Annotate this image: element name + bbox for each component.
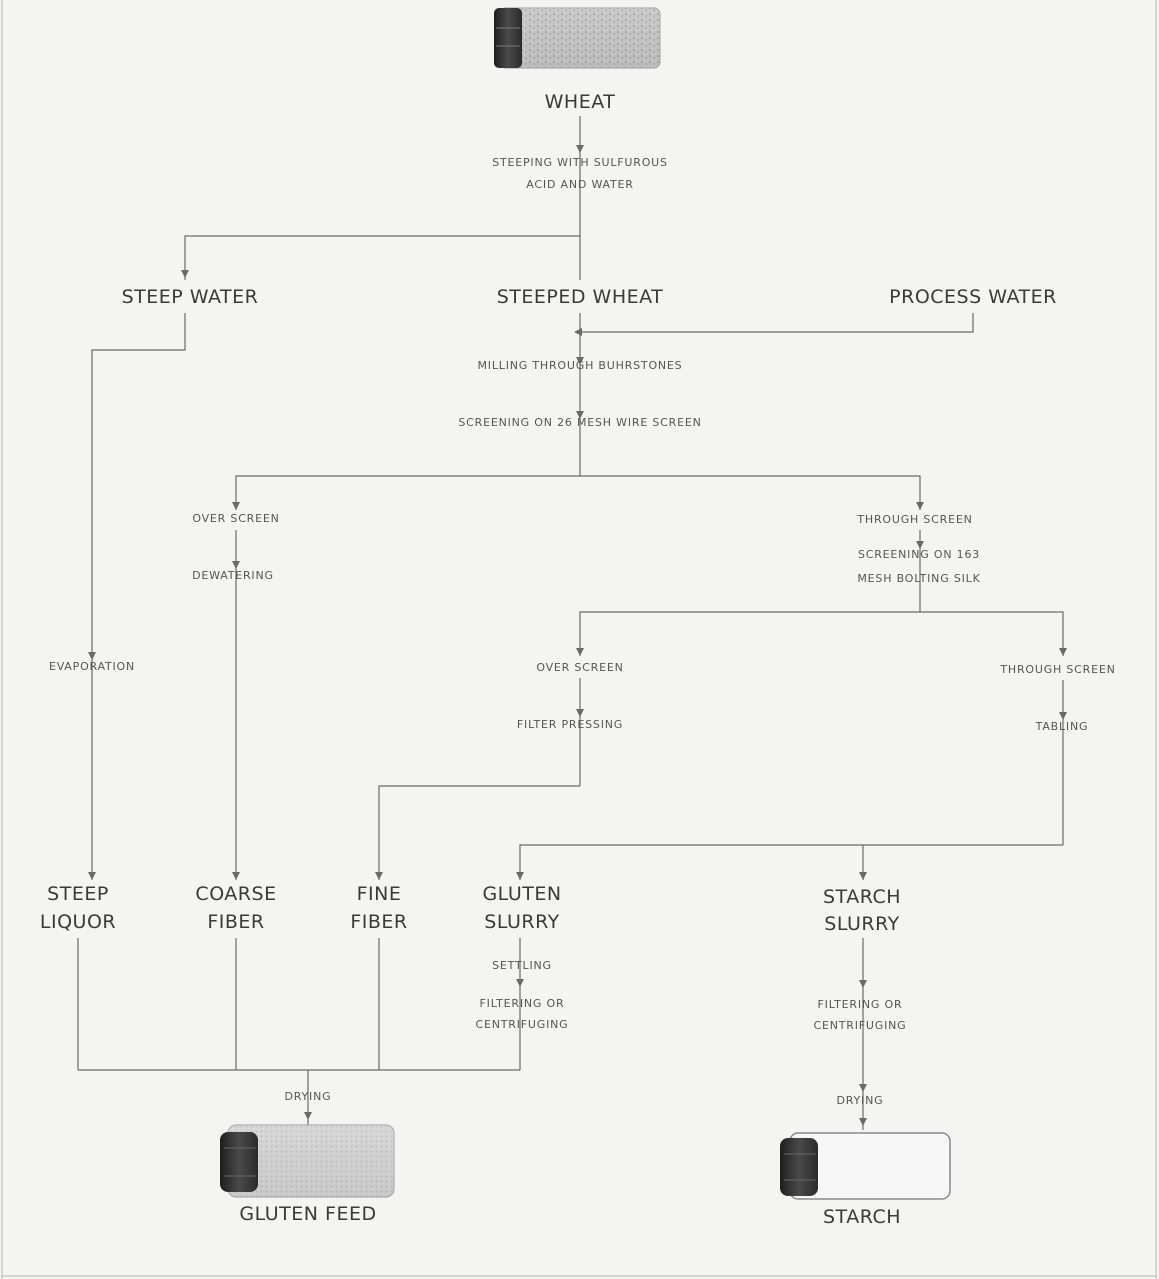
steep-liquor-label-line1: STEEP xyxy=(47,883,109,905)
starch-slurry-label-line1: STARCH xyxy=(823,886,901,908)
evaporation-step: EVAPORATION xyxy=(49,660,135,673)
steep-water-label: STEEP WATER xyxy=(122,286,259,308)
drying-starch-step: DRYING xyxy=(837,1094,884,1107)
starch-sample-jar-icon xyxy=(780,1133,950,1199)
wheat-sample-jar-icon xyxy=(494,8,660,68)
screening-163-step-line1: SCREENING ON 163 xyxy=(858,548,980,561)
steeping-step-line2: ACID AND WATER xyxy=(526,178,633,191)
screening-163-step-line2: MESH BOLTING SILK xyxy=(857,572,980,585)
steeping-step-line1: STEEPING WITH SULFUROUS xyxy=(492,156,668,169)
screening-26-step: SCREENING ON 26 MESH WIRE SCREEN xyxy=(458,416,701,429)
coarse-fiber-label-line1: COARSE xyxy=(195,883,276,905)
gluten-filtering-step-line1: FILTERING OR xyxy=(480,997,565,1010)
starch-filtering-step-line1: FILTERING OR xyxy=(818,998,903,1011)
starch-label: STARCH xyxy=(823,1206,901,1228)
gluten-slurry-label-line2: SLURRY xyxy=(484,911,559,933)
starch-filtering-step-line2: CENTRIFUGING xyxy=(814,1019,907,1032)
coarse-fiber-label-line2: FIBER xyxy=(207,911,264,933)
settling-step: SETTLING xyxy=(492,959,552,972)
tabling-step: TABLING xyxy=(1035,720,1089,733)
starch-slurry-label-line2: SLURRY xyxy=(824,913,899,935)
gluten-filtering-step-line2: CENTRIFUGING xyxy=(476,1018,569,1031)
filter-pressing-step: FILTER PRESSING xyxy=(517,718,623,731)
wheat-label: WHEAT xyxy=(545,91,616,113)
steep-liquor-label-line2: LIQUOR xyxy=(40,911,116,933)
gluten-feed-sample-jar-icon xyxy=(220,1125,394,1197)
gluten-slurry-label-line1: GLUTEN xyxy=(482,883,561,905)
over-screen-2-step: OVER SCREEN xyxy=(536,661,623,674)
dewatering-step: DEWATERING xyxy=(192,569,274,582)
fine-fiber-label-line2: FIBER xyxy=(350,911,407,933)
milling-step: MILLING THROUGH BUHRSTONES xyxy=(478,359,683,372)
through-screen-1-step: THROUGH SCREEN xyxy=(856,513,972,526)
over-screen-1-step: OVER SCREEN xyxy=(192,512,279,525)
through-screen-2-step: THROUGH SCREEN xyxy=(999,663,1115,676)
steeped-wheat-label: STEEPED WHEAT xyxy=(497,286,664,308)
fine-fiber-label-line1: FINE xyxy=(357,883,402,905)
process-water-label: PROCESS WATER xyxy=(889,286,1057,308)
drying-feed-step: DRYING xyxy=(285,1090,332,1103)
gluten-feed-label: GLUTEN FEED xyxy=(239,1203,376,1225)
